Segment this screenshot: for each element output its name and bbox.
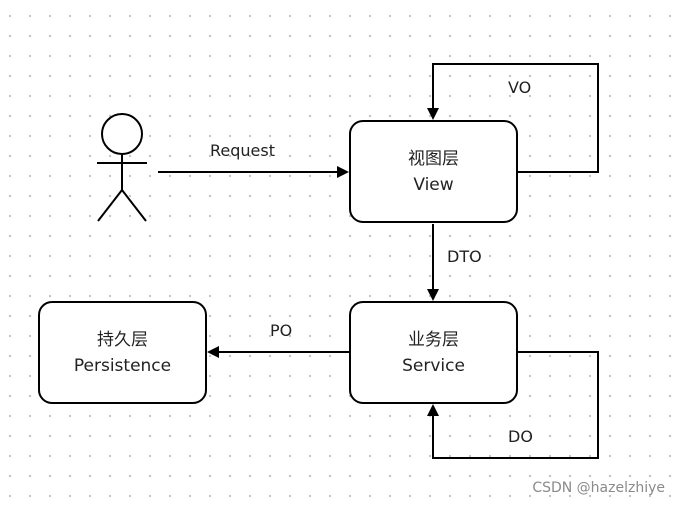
stick-figure-actor-icon [97,113,147,222]
view-layer-subtitle: View [413,174,454,195]
view-layer-title: 视图层 [408,148,459,169]
do-edge-label: DO [508,427,533,446]
do-loop-arrow [427,351,599,459]
persistence-layer-title: 持久层 [97,329,148,350]
service-layer-subtitle: Service [402,355,465,376]
service-layer-title: 业务层 [408,329,459,350]
po-edge-label: PO [270,321,293,340]
request-edge-label: Request [210,141,275,160]
watermark-text: CSDN @hazelzhiye [532,480,665,496]
view-layer-node[interactable]: 视图层 View [349,120,518,223]
persistence-layer-node[interactable]: 持久层 Persistence [38,301,207,404]
service-layer-node[interactable]: 业务层 Service [349,301,518,404]
vo-loop-arrow [427,63,599,173]
persistence-layer-subtitle: Persistence [73,355,172,376]
vo-edge-label: VO [508,78,532,97]
dto-edge-label: DTO [447,247,482,266]
